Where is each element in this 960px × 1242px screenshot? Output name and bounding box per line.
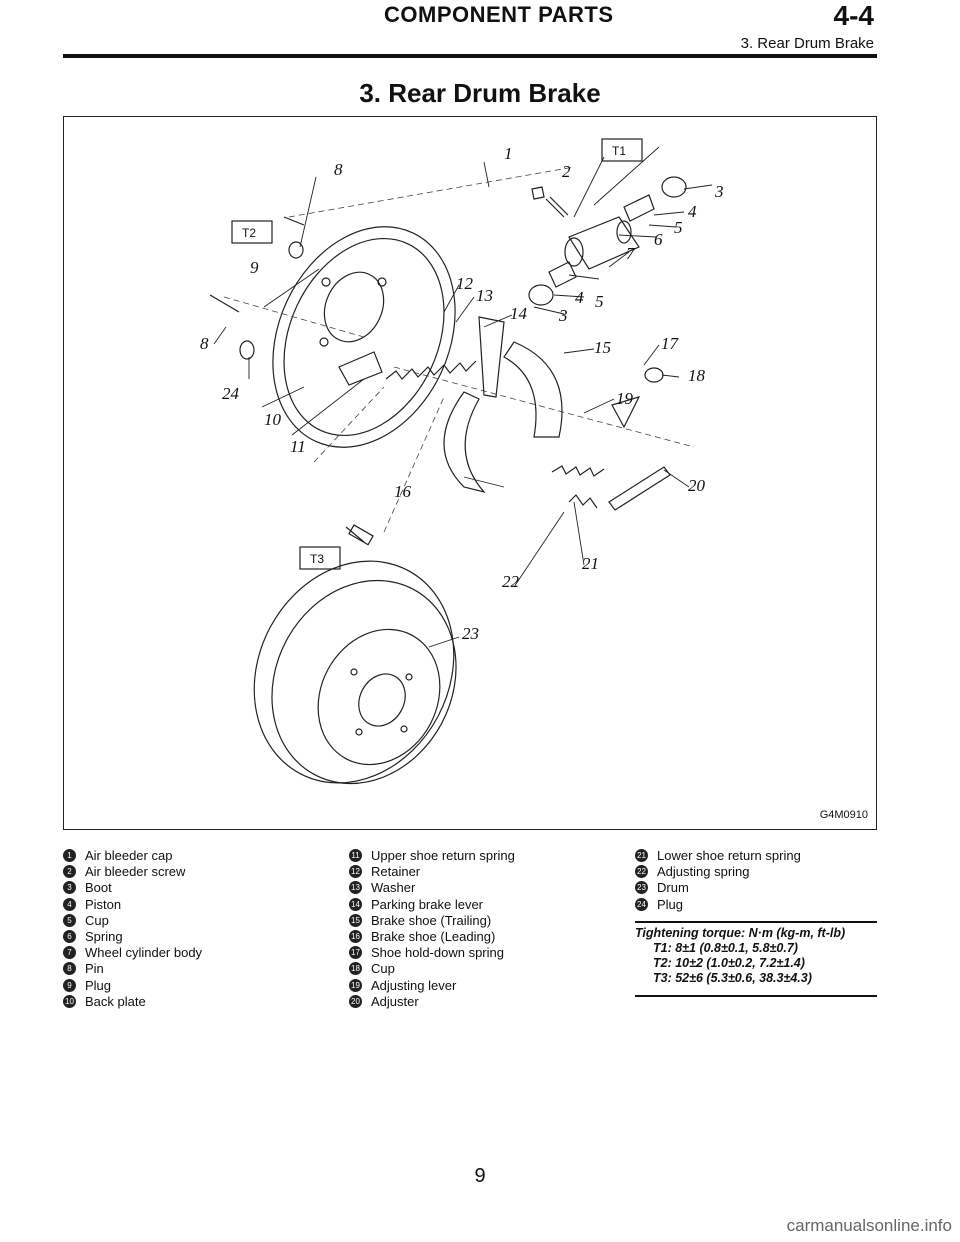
parking-lever bbox=[478, 316, 505, 398]
torque-heading: Tightening torque: N·m (kg-m, ft-lb) bbox=[635, 926, 846, 940]
svg-text:22: 22 bbox=[502, 572, 520, 591]
svg-text:3: 3 bbox=[558, 306, 568, 325]
adjusting-spring bbox=[568, 494, 598, 509]
svg-text:7: 7 bbox=[626, 244, 636, 263]
svg-text:1: 1 bbox=[504, 144, 513, 163]
svg-text:6: 6 bbox=[654, 230, 663, 249]
svg-text:23: 23 bbox=[462, 624, 479, 643]
torque-specs: Tightening torque: N·m (kg-m, ft-lb) T1:… bbox=[635, 926, 845, 986]
torque-t2: T2: 10±2 (1.0±0.2, 7.2±1.4) bbox=[653, 956, 805, 970]
svg-text:17: 17 bbox=[661, 334, 680, 353]
svg-text:8: 8 bbox=[200, 334, 209, 353]
svg-text:2: 2 bbox=[562, 162, 571, 181]
svg-text:16: 16 bbox=[394, 482, 412, 501]
torque-boxes bbox=[231, 138, 643, 570]
section-number: 4-4 bbox=[833, 0, 874, 31]
svg-text:13: 13 bbox=[476, 286, 493, 305]
torque-t1: T1: 8±1 (0.8±0.1, 5.8±0.7) bbox=[653, 941, 798, 955]
torque-t3: T3: 52±6 (5.3±0.6, 38.3±4.3) bbox=[653, 971, 812, 985]
torque-bottom-rule bbox=[635, 995, 877, 997]
upper-spring bbox=[385, 360, 477, 380]
boot-left bbox=[528, 284, 554, 306]
torque-top-rule bbox=[635, 921, 877, 923]
shoe-trailing bbox=[503, 341, 563, 438]
page-title: 3. Rear Drum Brake bbox=[359, 78, 601, 108]
section-title: COMPONENT PARTS bbox=[384, 2, 614, 27]
adjusting-lever bbox=[611, 396, 641, 429]
svg-text:5: 5 bbox=[674, 218, 683, 237]
figure-code: G4M0910 bbox=[819, 809, 868, 821]
t2-box-label: T2 bbox=[242, 226, 256, 240]
back-plate bbox=[272, 226, 456, 448]
svg-text:3: 3 bbox=[714, 182, 724, 201]
svg-text:12: 12 bbox=[456, 274, 474, 293]
plug-24 bbox=[239, 340, 255, 360]
drum-outer bbox=[253, 560, 455, 784]
lower-spring bbox=[551, 465, 605, 477]
svg-text:4: 4 bbox=[575, 288, 584, 307]
svg-text:18: 18 bbox=[688, 366, 706, 385]
page-number: 9 bbox=[474, 1165, 486, 1187]
watermark: carmanualsonline.info bbox=[786, 1216, 952, 1235]
adjuster bbox=[608, 466, 671, 511]
svg-text:5: 5 bbox=[595, 292, 604, 311]
svg-text:8: 8 bbox=[334, 160, 343, 179]
svg-text:24: 24 bbox=[222, 384, 240, 403]
svg-text:4: 4 bbox=[688, 202, 697, 221]
svg-text:15: 15 bbox=[594, 338, 611, 357]
t1-box-label: T1 bbox=[612, 144, 626, 158]
svg-text:20: 20 bbox=[688, 476, 706, 495]
svg-text:9: 9 bbox=[250, 258, 259, 277]
t3-box-label: T3 bbox=[310, 552, 324, 566]
section-subtitle: 3. Rear Drum Brake bbox=[740, 35, 874, 52]
svg-text:21: 21 bbox=[582, 554, 599, 573]
plug-9 bbox=[288, 241, 304, 259]
svg-text:14: 14 bbox=[510, 304, 528, 323]
header-rule bbox=[63, 54, 877, 58]
shoe-leading bbox=[443, 391, 486, 494]
svg-text:10: 10 bbox=[264, 410, 282, 429]
svg-text:19: 19 bbox=[616, 389, 634, 408]
svg-text:11: 11 bbox=[290, 437, 306, 456]
